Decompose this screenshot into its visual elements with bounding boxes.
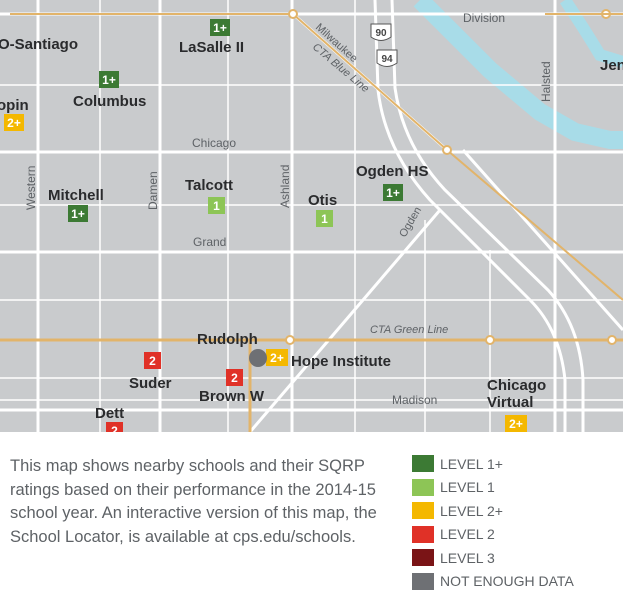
svg-text:2: 2 — [111, 424, 118, 432]
chicago-virtual-line-1: Chicago — [487, 377, 546, 394]
street-label-division: Division — [463, 11, 505, 25]
map-canvas: 90 94 Division Chicago Grand Madison Wes… — [0, 0, 623, 432]
legend-item-level-3: LEVEL 3 — [412, 546, 622, 570]
rating-badge-talcott: 1 — [208, 197, 225, 214]
school-name-o-santiago: O-Santiago — [0, 36, 78, 53]
school-name-columbus: Columbus — [73, 93, 146, 110]
rating-badge-suder: 2 — [144, 352, 161, 369]
legend-swatch — [412, 455, 434, 473]
rating-badge-brown-w: 2 — [226, 369, 243, 386]
cta-blue-line-southeast — [446, 149, 623, 301]
street-label-halsted: Halsted — [539, 61, 553, 102]
school-name-hope-institute: Hope Institute — [291, 353, 391, 370]
school-name-chicago-virtual: Chicago Virtual — [487, 377, 550, 411]
legend-label: NOT ENOUGH DATA — [440, 573, 574, 590]
legend-item-level-1-plus: LEVEL 1+ — [412, 452, 622, 476]
rating-badge-otis: 1 — [316, 210, 333, 227]
svg-text:2+: 2+ — [7, 116, 21, 130]
legend-label: LEVEL 3 — [440, 549, 495, 566]
school-name-opin: opin — [0, 97, 29, 114]
chicago-virtual-line-2: Virtual — [487, 394, 533, 411]
svg-text:90: 90 — [375, 28, 387, 39]
legend-item-not-enough-data: NOT ENOUGH DATA — [412, 570, 622, 594]
svg-text:1: 1 — [213, 199, 220, 213]
ogden-avenue — [461, 149, 623, 331]
legend-item-level-2: LEVEL 2 — [412, 523, 622, 547]
street-label-grand: Grand — [193, 235, 226, 249]
school-name-brown-w: Brown W — [199, 388, 265, 405]
rating-marker-rudolph — [249, 349, 267, 367]
school-map: 90 94 Division Chicago Grand Madison Wes… — [0, 0, 623, 432]
rating-badge-columbus: 1+ — [99, 71, 119, 88]
legend-swatch — [412, 549, 434, 567]
legend-label: LEVEL 2+ — [440, 502, 503, 519]
school-name-rudolph: Rudolph — [197, 331, 258, 348]
legend-swatch — [412, 478, 434, 496]
river-branch — [560, 0, 623, 68]
street-label-damen: Damen — [146, 171, 160, 210]
school-name-talcott: Talcott — [185, 177, 233, 194]
svg-text:1+: 1+ — [71, 207, 85, 221]
green-line-station — [607, 335, 617, 345]
legend-item-level-1: LEVEL 1 — [412, 476, 622, 500]
rating-badge-opin: 2+ — [4, 114, 24, 131]
legend-label: LEVEL 1 — [440, 479, 495, 496]
rating-legend: LEVEL 1+ LEVEL 1 LEVEL 2+ LEVEL 2 LEVEL … — [412, 452, 622, 593]
green-line-station — [285, 335, 295, 345]
svg-text:2: 2 — [149, 354, 156, 368]
street-label-western: Western — [24, 166, 38, 210]
legend-item-level-2-plus: LEVEL 2+ — [412, 499, 622, 523]
school-name-otis: Otis — [308, 192, 337, 209]
street-label-chicago: Chicago — [192, 136, 236, 150]
legend-swatch — [412, 572, 434, 590]
svg-text:1+: 1+ — [386, 186, 400, 200]
svg-text:2+: 2+ — [270, 351, 284, 365]
highway-shield-94: 94 — [376, 49, 398, 67]
svg-text:2: 2 — [231, 371, 238, 385]
rating-badge-hope-institute: 2+ — [266, 349, 288, 366]
svg-text:1+: 1+ — [213, 21, 227, 35]
street-grid — [0, 0, 623, 432]
rating-badge-lasalle-ii: 1+ — [210, 19, 230, 36]
school-name-ogden-hs: Ogden HS — [356, 163, 429, 180]
legend-label: LEVEL 1+ — [440, 455, 503, 472]
cta-blue-line-diagonal — [292, 13, 448, 151]
school-name-dett: Dett — [95, 405, 124, 422]
green-line-station — [485, 335, 495, 345]
rating-badge-dett: 2 — [106, 422, 123, 432]
school-name-jen: Jen — [600, 57, 623, 74]
map-description: This map shows nearby schools and their … — [10, 457, 377, 546]
svg-text:1: 1 — [321, 212, 328, 226]
expressway — [373, 0, 585, 432]
street-label-ashland: Ashland — [278, 165, 292, 208]
highway-shield-90: 90 — [370, 23, 392, 41]
legend-swatch — [412, 502, 434, 520]
svg-text:2+: 2+ — [509, 417, 523, 431]
river — [413, 0, 623, 149]
legend-label: LEVEL 2 — [440, 526, 495, 543]
transit-label-green-line: CTA Green Line — [370, 324, 448, 336]
svg-text:1+: 1+ — [102, 73, 116, 87]
school-name-lasalle-ii: LaSalle II — [179, 39, 244, 56]
school-name-mitchell: Mitchell — [48, 187, 104, 204]
street-label-madison: Madison — [392, 393, 437, 407]
rating-badge-mitchell: 1+ — [68, 205, 88, 222]
school-name-suder: Suder — [129, 375, 172, 392]
rating-badge-ogden-hs: 1+ — [383, 184, 403, 201]
svg-text:94: 94 — [381, 54, 393, 65]
blue-line-station — [288, 9, 298, 19]
legend-swatch — [412, 525, 434, 543]
rating-badge-chicago-virtual: 2+ — [505, 415, 527, 432]
blue-line-station — [442, 145, 452, 155]
ogden-avenue-west — [248, 209, 442, 432]
